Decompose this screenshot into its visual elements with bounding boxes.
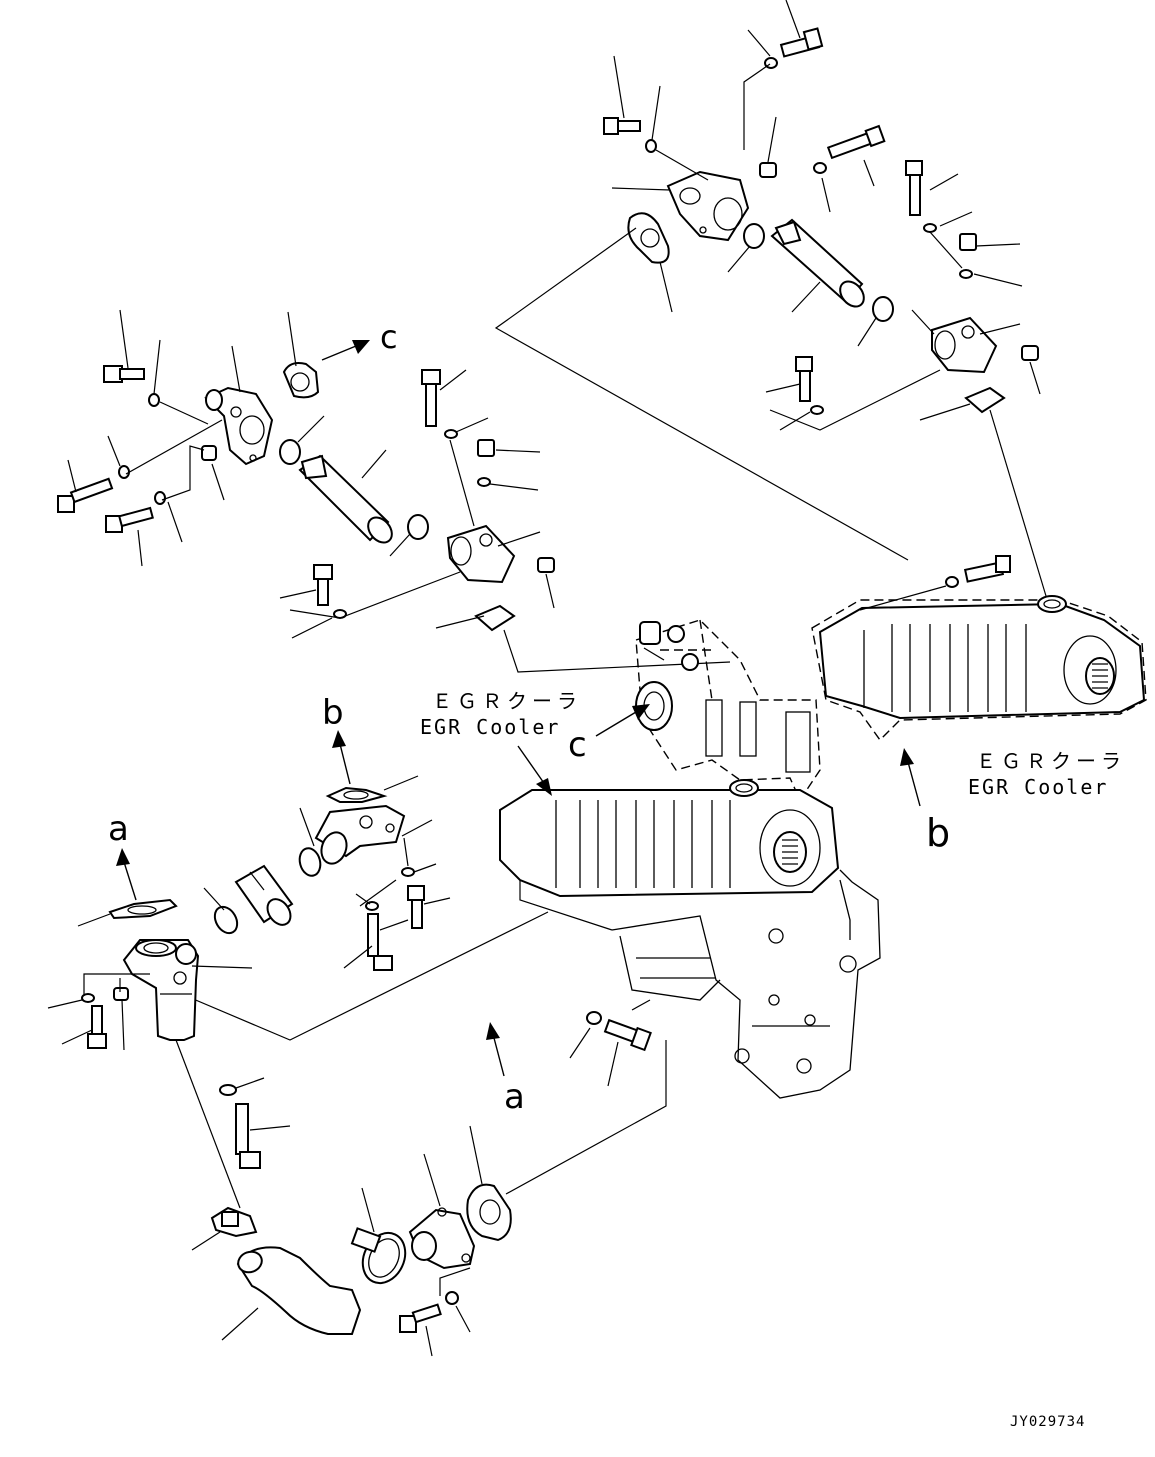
o-ring [959,269,973,279]
fitting [1021,345,1039,361]
plug [477,439,495,457]
washer [813,162,827,174]
hose-clamp [350,1227,407,1285]
gasket [627,212,670,264]
washer [444,429,458,439]
cooler-fins [863,624,1027,712]
callout-letter: b [322,693,344,733]
washer [401,867,415,877]
bolt [779,27,824,58]
washer [365,901,379,911]
washer [923,223,937,233]
top-right-assembly [494,0,1047,597]
washer [810,405,824,415]
fitting [537,557,555,573]
washer [445,1291,459,1305]
egr-cooler-right: ＥＧＲクーラ EGR Cooler [811,555,1147,799]
o-ring [279,439,301,465]
thermostat-case [122,939,200,1041]
washer [81,993,95,1003]
egr-cooler-label-en: EGR Cooler [968,775,1108,799]
o-ring [872,296,894,322]
bolt [103,365,145,383]
egr-cooler-label-en: EGR Cooler [420,715,560,739]
plug [959,233,977,251]
callout-a-lower: a [486,1022,525,1117]
washer [586,1011,602,1025]
water-flange-housing [666,170,750,242]
bolt [87,1005,107,1049]
bolt [367,913,393,971]
pipe [298,454,393,544]
bolt [905,160,923,216]
water-outlet-housing [314,804,406,865]
egr-cooler-center: ＥＧＲクーラ EGR Cooler [171,619,881,1099]
bolt [421,369,441,427]
egr-cooler-label-jp: ＥＧＲクーラ [976,749,1126,773]
bolt [603,117,641,135]
pipe [234,864,294,926]
washer [148,393,160,407]
gasket [964,386,1006,414]
bolt [235,1103,261,1169]
elbow-housing [931,316,998,374]
bolt [603,1018,652,1052]
bolt [826,124,886,160]
top-left-assembly [57,309,731,673]
o-ring [407,514,429,540]
nut [759,162,777,178]
bolt [57,477,114,513]
washer [645,139,657,153]
gasket [466,1183,512,1242]
bolt [313,564,333,606]
callout-b-upper: b [322,693,351,785]
hose [236,1246,362,1335]
o-ring [213,905,239,935]
callout-letter: a [504,1077,525,1117]
bolt [795,356,813,402]
thermostat-housing [204,386,274,466]
gasket [325,786,388,803]
lower-left-assembly [47,775,667,1357]
callout-a-upper: a [108,809,137,901]
o-ring [477,477,491,487]
bolt [399,1303,442,1333]
nut [113,987,129,1001]
callout-b-lower: b [900,748,950,855]
nut [201,445,217,461]
bolt [105,506,154,533]
callout-letter: c [568,725,587,765]
cooler-fins [555,800,731,888]
callout-c-lower: c [568,704,650,765]
pipe [770,218,865,308]
callout-letter: c [380,318,398,356]
drawing-code: JY029734 [1010,1414,1085,1430]
gasket [108,898,178,920]
callout-letter: a [108,809,129,849]
callout-c-upper: c [321,318,398,361]
gasket [282,362,320,399]
o-ring [298,847,322,877]
washer [154,491,166,505]
bolt [407,885,425,929]
gasket [474,604,516,632]
water-flange [408,1207,476,1270]
hose-clamp [210,1206,258,1238]
egr-cooler-label-jp: ＥＧＲクーラ [432,689,582,713]
washer [945,576,959,588]
elbow-housing [446,524,516,584]
bolt [963,555,1011,583]
upper-pipe-stub [639,621,699,671]
o-ring [743,223,765,249]
washer [219,1084,237,1096]
callout-letter: b [926,811,950,855]
washer [118,465,130,479]
